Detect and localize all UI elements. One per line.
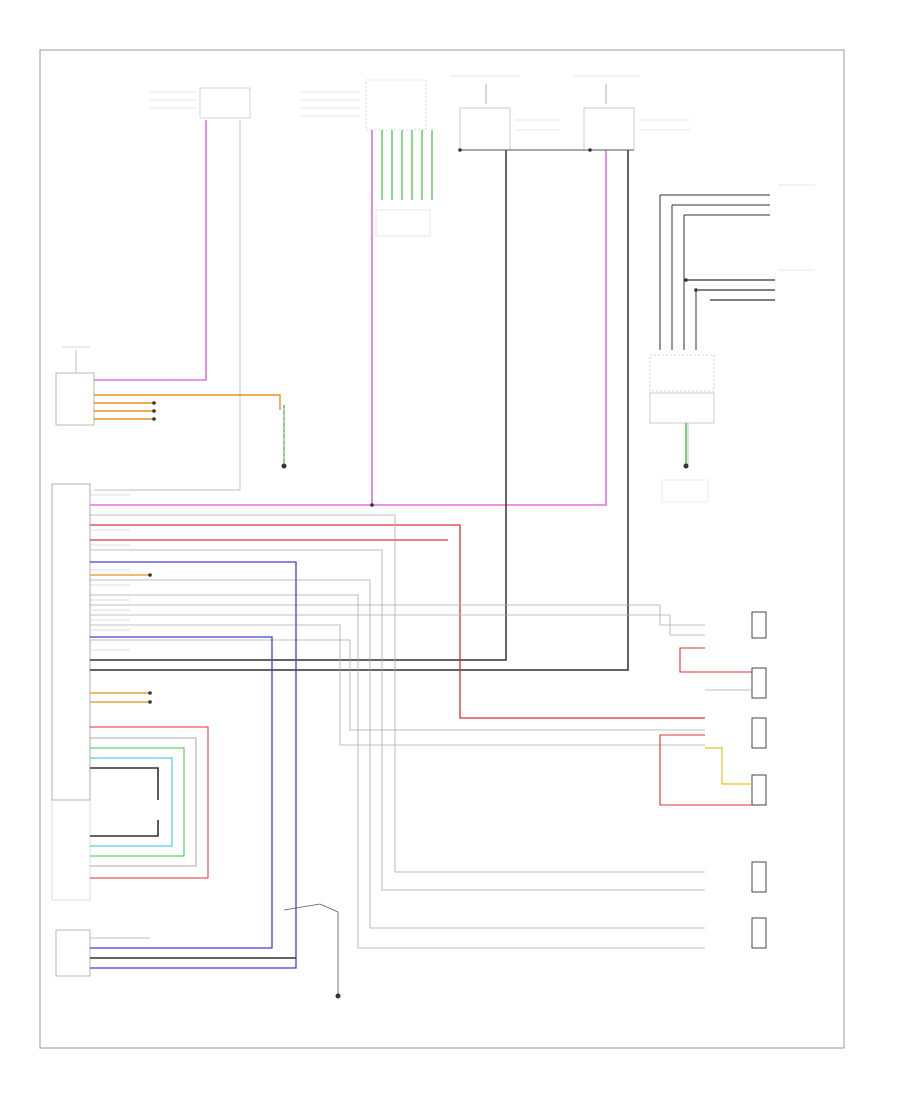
wire-gray-long xyxy=(90,514,705,949)
ground-icon xyxy=(281,463,287,469)
top-left-connector xyxy=(150,87,251,119)
ground-icon xyxy=(683,463,689,469)
speaker-icon xyxy=(751,861,767,893)
right-control-module xyxy=(649,354,715,503)
speaker-icon xyxy=(751,774,767,806)
speaker-left-front-door xyxy=(679,611,767,673)
top-right-module-a xyxy=(450,75,560,151)
wire-dark-a xyxy=(90,150,507,661)
main-head-unit xyxy=(51,483,91,901)
wire-red-a xyxy=(90,524,705,719)
diagram-frame xyxy=(39,49,845,1049)
ground-icon xyxy=(335,993,341,999)
left-upper-unit xyxy=(55,346,95,426)
wire-pink-right xyxy=(372,150,607,506)
wire-blue-a xyxy=(90,561,297,969)
speaker-icon xyxy=(751,717,767,749)
speaker-left-rear xyxy=(751,917,767,949)
wire-dark-b xyxy=(90,150,629,671)
wire-pink-center xyxy=(90,130,373,506)
speaker-right-front-door xyxy=(751,717,767,749)
speaker-icon xyxy=(751,917,767,949)
wire-orange-bundle-mid xyxy=(90,574,150,703)
top-right-module-b xyxy=(574,75,690,151)
speaker-icon xyxy=(751,611,767,639)
speaker-right-rear xyxy=(751,861,767,893)
head-unit-pin-ticks xyxy=(90,494,130,651)
top-center-switch xyxy=(300,79,431,237)
wire-green-bundle xyxy=(381,130,433,200)
wire-blue-b xyxy=(90,636,273,949)
speaker-left-front-tweeter xyxy=(705,667,767,699)
speaker-icon xyxy=(751,667,767,699)
lower-left-amplifier xyxy=(55,929,91,977)
right-upper-wire-bundle xyxy=(659,184,815,350)
wire-color-bundle-lower xyxy=(90,726,209,879)
speaker-right-front-tweeter xyxy=(659,734,767,806)
connector-icon xyxy=(148,148,698,704)
wire-pink-left xyxy=(94,120,207,381)
wire-amplifier-bundle xyxy=(90,903,339,995)
wire-gray-left xyxy=(94,120,241,491)
wire-orange-bundle-upper xyxy=(94,394,285,465)
